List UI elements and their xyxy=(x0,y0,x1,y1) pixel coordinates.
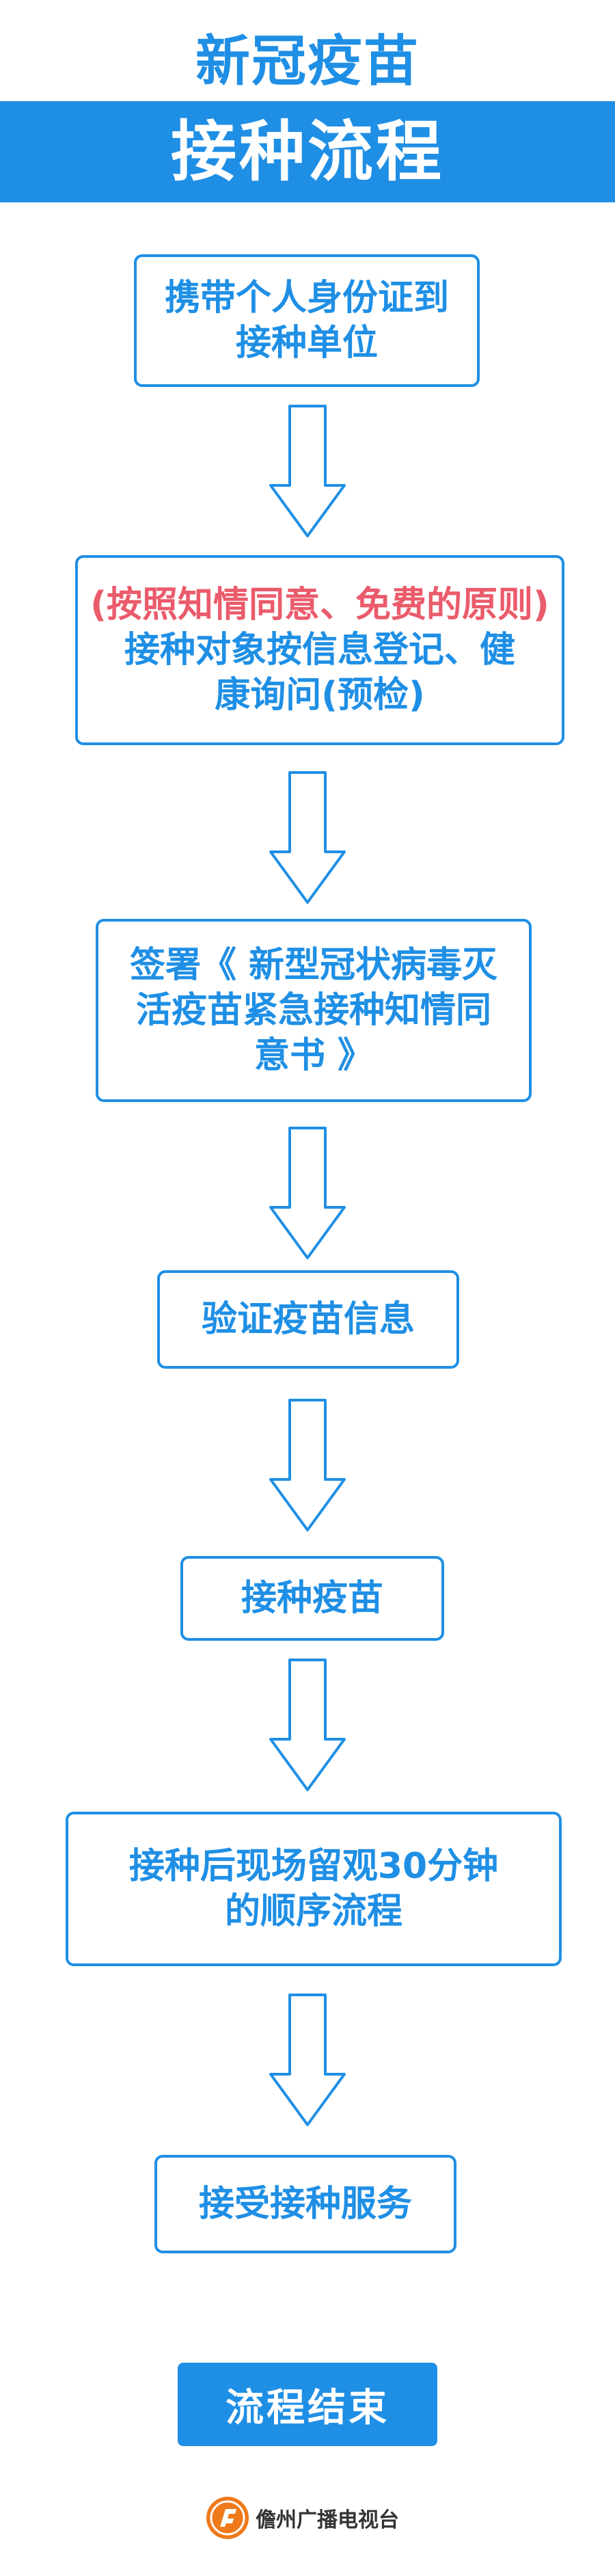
step-6-box: 接种后现场留观30分钟 的顺序流程 xyxy=(66,1812,562,1966)
step-2-note: (按照知情同意、免费的原则) xyxy=(90,585,549,626)
step-3-line-3: 意书 》 xyxy=(254,1035,374,1076)
tv-station-logo-icon xyxy=(206,2497,249,2539)
org-name: 儋州广播电视台 xyxy=(256,2508,399,2532)
step-7-line-1: 接受接种服务 xyxy=(198,2184,412,2225)
step-2-line-2: 康询问(预检) xyxy=(215,675,425,716)
step-5-line-1: 接种疫苗 xyxy=(241,1578,383,1619)
step-5-box: 接种疫苗 xyxy=(180,1556,444,1641)
down-arrow-icon xyxy=(269,405,346,537)
step-2-box: (按照知情同意、免费的原则) 接种对象按信息登记、健 康询问(预检) xyxy=(75,555,564,745)
step-1-line-2: 接种单位 xyxy=(235,323,378,364)
banner-title: 接种流程 xyxy=(171,113,444,190)
down-arrow-icon xyxy=(269,1399,346,1531)
step-7-box: 接受接种服务 xyxy=(154,2155,456,2253)
step-3-box: 签署《 新型冠状病毒灭 活疫苗紧急接种知情同 意书 》 xyxy=(96,919,532,1102)
step-6-line-2: 的顺序流程 xyxy=(224,1891,402,1932)
step-4-box: 验证疫苗信息 xyxy=(157,1270,459,1369)
down-arrow-icon xyxy=(269,1127,346,1259)
step-1-line-1: 携带个人身份证到 xyxy=(164,278,449,319)
page-title: 新冠疫苗 xyxy=(195,29,420,93)
footer: 儋州广播电视台 xyxy=(205,2494,410,2542)
step-6-line-1: 接种后现场留观30分钟 xyxy=(128,1846,499,1887)
step-4-line-1: 验证疫苗信息 xyxy=(201,1299,415,1340)
end-box: 流程结束 xyxy=(178,2363,437,2446)
step-2-line-1: 接种对象按信息登记、健 xyxy=(124,630,515,671)
step-3-line-2: 活疫苗紧急接种知情同 xyxy=(135,990,491,1031)
down-arrow-icon xyxy=(269,1659,346,1791)
title-banner: 接种流程 xyxy=(0,101,615,202)
down-arrow-icon xyxy=(269,1994,346,2126)
down-arrow-icon xyxy=(269,771,346,904)
step-1-box: 携带个人身份证到 接种单位 xyxy=(134,254,480,387)
step-3-line-1: 签署《 新型冠状病毒灭 xyxy=(129,945,498,986)
